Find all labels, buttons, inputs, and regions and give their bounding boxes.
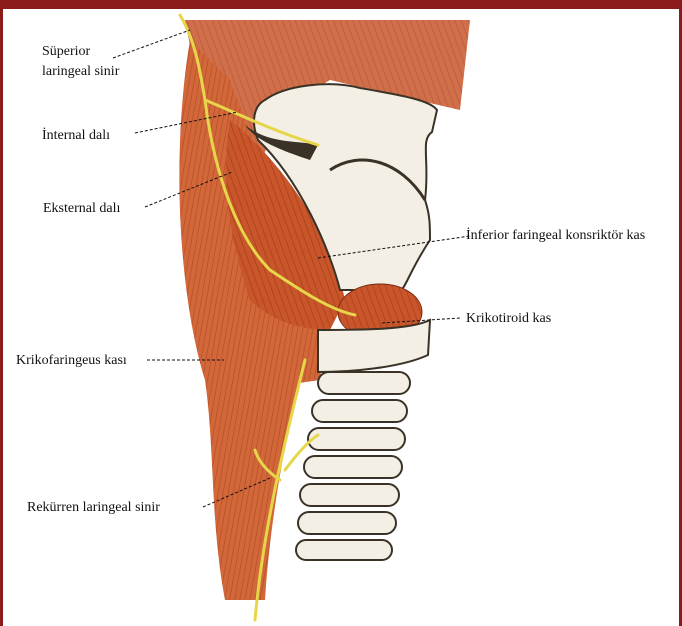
label-internal-branch: İnternal dalı xyxy=(42,127,110,144)
cricopharyngeus-muscle xyxy=(210,330,325,395)
label-cricopharyngeus: Krikofaringeus kası xyxy=(16,352,127,369)
label-superior-line1: Süperior xyxy=(42,43,90,60)
label-recurrent-nerve: Rekürren laringeal sinir xyxy=(27,499,160,516)
label-external-branch: Eksternal dalı xyxy=(43,200,120,217)
tracheal-rings xyxy=(296,372,410,560)
label-inferior-constrictor: İnferior faringeal konsriktör kas xyxy=(466,227,645,244)
label-cricothyroid: Krikotiroid kas xyxy=(466,310,551,327)
label-superior-line2: laringeal sinir xyxy=(42,63,119,80)
leader-superior xyxy=(113,30,190,58)
